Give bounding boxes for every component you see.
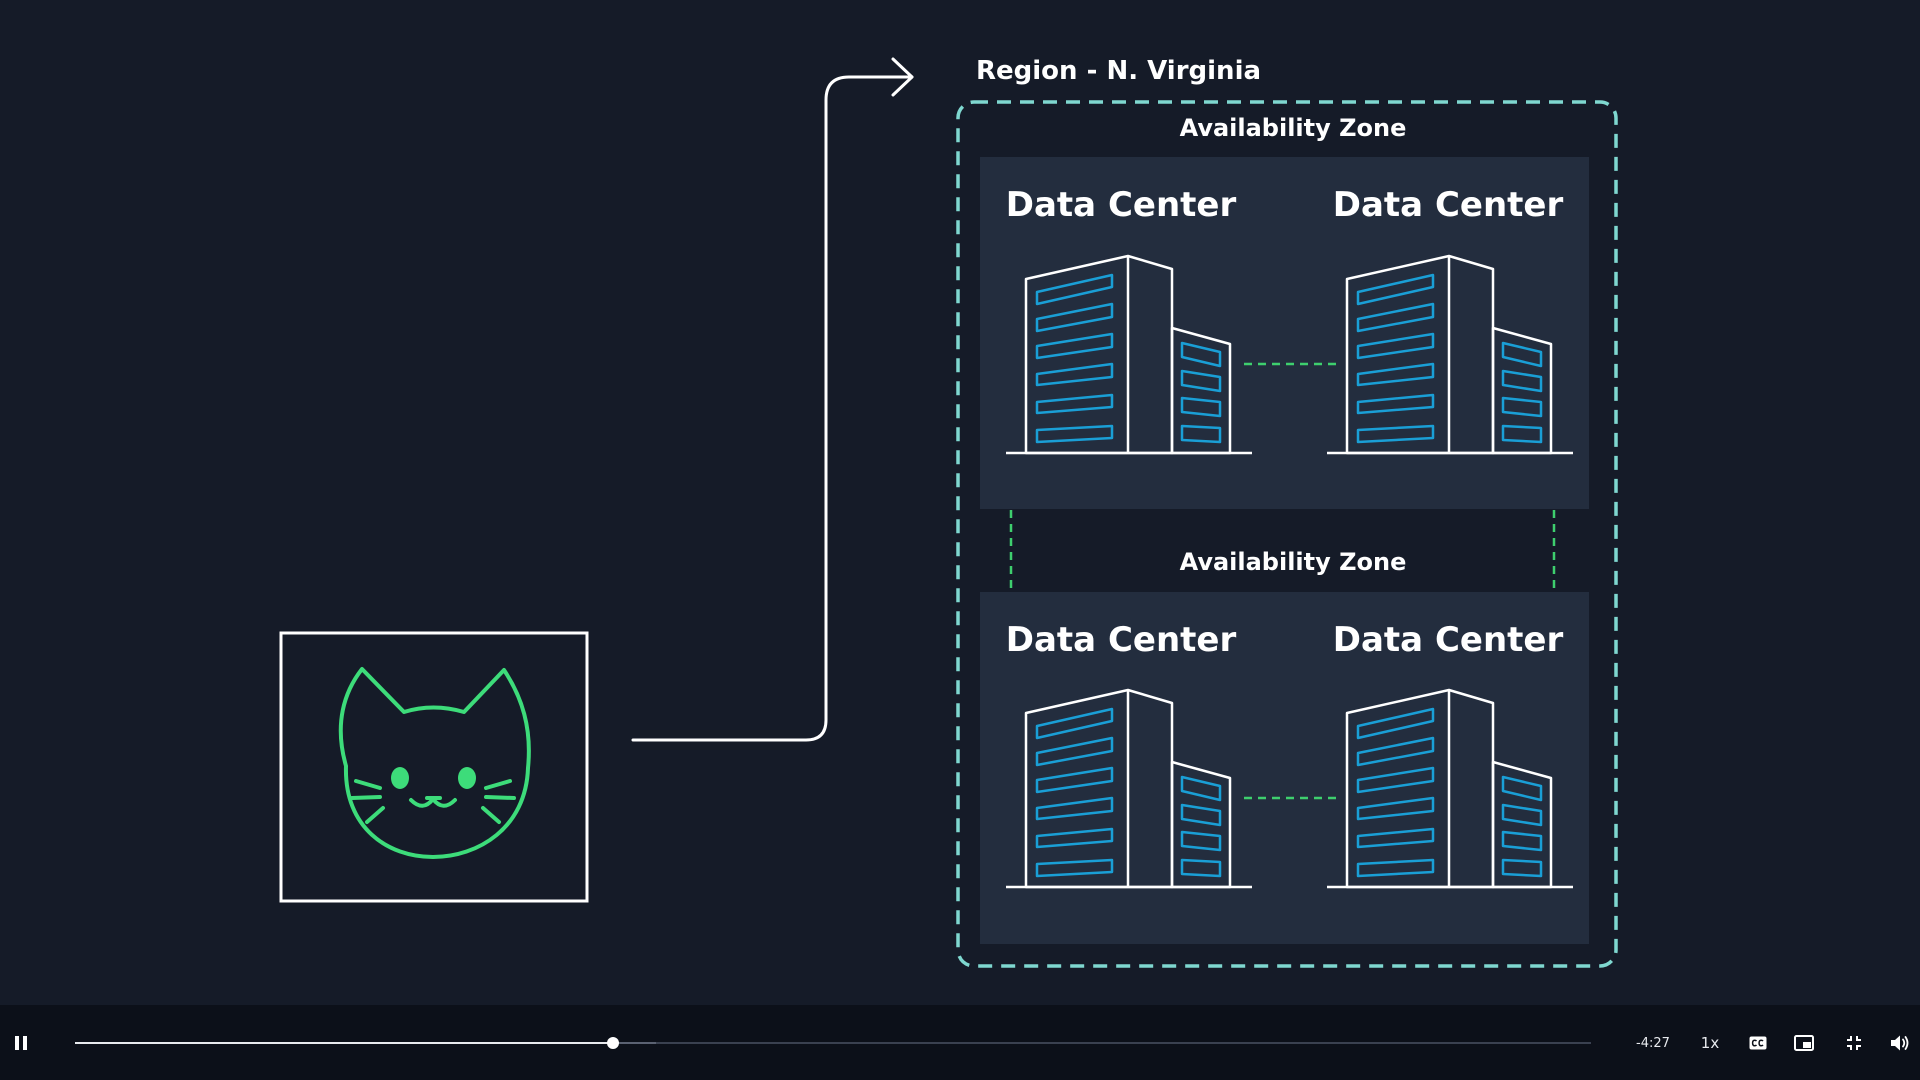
cat-eyes bbox=[391, 767, 476, 789]
az-1-label: Availability Zone bbox=[1180, 114, 1407, 142]
picture-in-picture-icon bbox=[1794, 1035, 1814, 1051]
captions-button[interactable] bbox=[1743, 1023, 1773, 1063]
time-remaining: -4:27 bbox=[1636, 1035, 1670, 1051]
region-boundary bbox=[956, 100, 1618, 968]
volume-button[interactable] bbox=[1884, 1023, 1916, 1063]
arrow-head bbox=[891, 57, 914, 97]
pause-button[interactable] bbox=[6, 1023, 36, 1063]
volume-icon bbox=[1891, 1035, 1909, 1051]
az-2-dc-1-label: Data Center bbox=[1006, 620, 1237, 660]
az-2-panel bbox=[980, 592, 1589, 944]
connection-arrow bbox=[631, 75, 914, 742]
player-control-bar: -4:27 1x bbox=[0, 1005, 1920, 1080]
region-title: Region - N. Virginia bbox=[976, 56, 1261, 86]
az-1-panel bbox=[980, 157, 1589, 509]
az-1-dc-2-label: Data Center bbox=[1333, 185, 1564, 225]
exit-fullscreen-button[interactable] bbox=[1838, 1023, 1870, 1063]
progress-thumb[interactable] bbox=[607, 1037, 620, 1049]
cat-face-icon bbox=[338, 667, 531, 859]
region-diagram: Region - N. Virginia Availability Zone D… bbox=[279, 56, 1618, 968]
pause-icon bbox=[15, 1036, 27, 1050]
az-1-dc-1-label: Data Center bbox=[1006, 185, 1237, 225]
exit-fullscreen-icon bbox=[1847, 1036, 1861, 1050]
client-frame bbox=[279, 631, 589, 903]
playback-rate-button[interactable]: 1x bbox=[1700, 1034, 1720, 1052]
progress-played bbox=[75, 1042, 614, 1044]
az-2-label: Availability Zone bbox=[1180, 548, 1407, 576]
picture-in-picture-button[interactable] bbox=[1788, 1023, 1820, 1063]
progress-slider[interactable] bbox=[75, 1037, 1591, 1049]
video-frame[interactable]: Region - N. Virginia Availability Zone D… bbox=[0, 0, 1920, 1005]
az-2-dc-2-label: Data Center bbox=[1333, 620, 1564, 660]
closed-captions-icon bbox=[1749, 1036, 1767, 1050]
